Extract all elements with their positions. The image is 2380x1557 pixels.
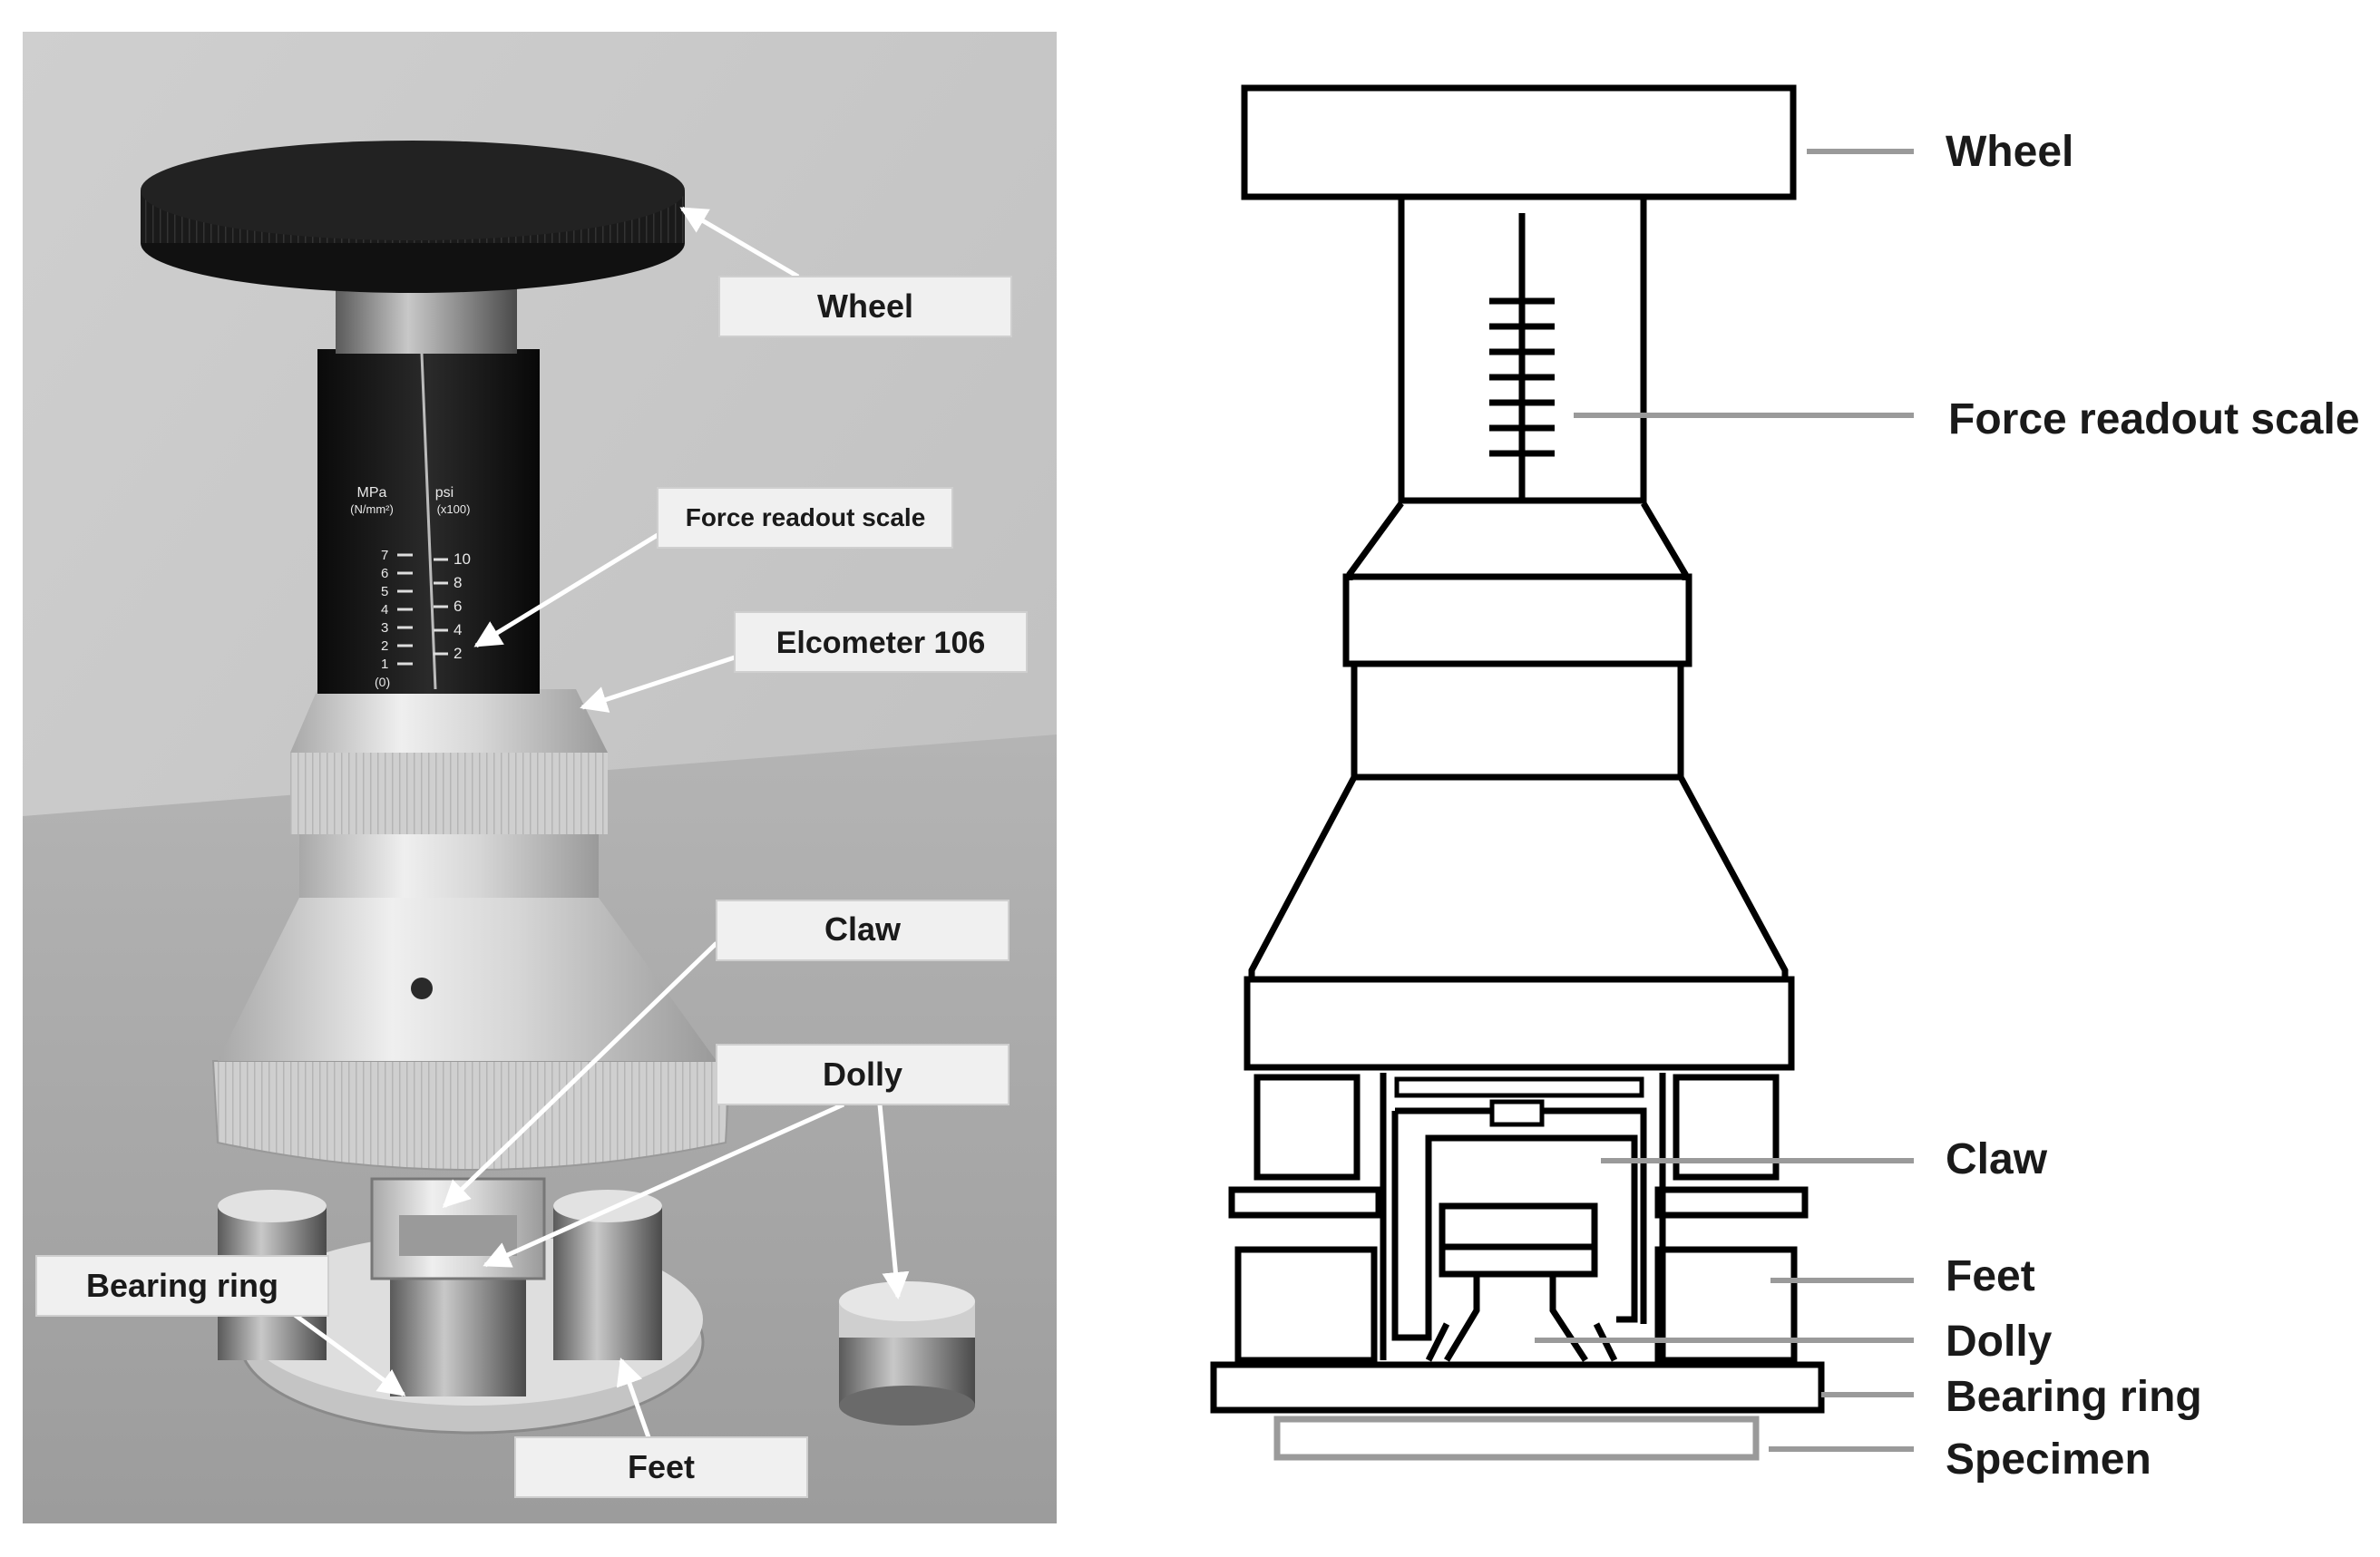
scale-right-ticks: 10 8 6 4 2 bbox=[434, 550, 471, 662]
photo-arrows bbox=[293, 206, 910, 1438]
schematic-bearing-ring bbox=[1210, 1361, 1825, 1414]
scale-unit-left: MPa bbox=[357, 485, 387, 501]
collar-top bbox=[290, 689, 608, 753]
svg-text:6: 6 bbox=[454, 598, 462, 615]
svg-text:7: 7 bbox=[381, 548, 388, 563]
schematic-claw-frame bbox=[1380, 1073, 1666, 1360]
schematic-lower-ring bbox=[1244, 976, 1795, 1071]
svg-text:Wheel: Wheel bbox=[817, 287, 913, 325]
svg-text:5: 5 bbox=[381, 584, 388, 599]
schematic-panel: Wheel Force readout scale Claw Feet Doll… bbox=[1210, 84, 2360, 1484]
schematic-collar bbox=[1342, 573, 1692, 667]
svg-text:Bearing ring: Bearing ring bbox=[86, 1267, 278, 1304]
scale-spindle bbox=[420, 353, 437, 690]
cone-body bbox=[218, 898, 717, 1061]
svg-text:Force readout scale: Force readout scale bbox=[686, 503, 926, 531]
schematic-force-scale bbox=[1489, 213, 1555, 501]
svg-text:10: 10 bbox=[454, 550, 471, 568]
photo-label-wheel: Wheel bbox=[718, 276, 1012, 337]
foot-right bbox=[553, 1206, 662, 1360]
collar-band bbox=[299, 830, 599, 898]
wheel-top bbox=[141, 141, 685, 240]
schematic-foot-left bbox=[1234, 1246, 1378, 1364]
schematic-specimen bbox=[1273, 1416, 1760, 1461]
svg-text:1: 1 bbox=[381, 657, 388, 672]
scale-unit-right: psi bbox=[435, 485, 454, 501]
svg-text:Feet: Feet bbox=[628, 1448, 695, 1485]
schematic-dolly-head bbox=[1439, 1202, 1598, 1250]
svg-text:4: 4 bbox=[454, 621, 462, 638]
schematic-claw bbox=[1391, 1111, 1638, 1341]
schematic-label-force-scale: Force readout scale bbox=[1948, 395, 2360, 443]
svg-text:Dolly: Dolly bbox=[823, 1056, 902, 1093]
foot-center bbox=[390, 1270, 526, 1396]
photo-panel: MPa (N/mm²) psi (x100) 7 6 5 4 3 2 1 (0)… bbox=[23, 32, 1057, 1523]
schematic-foot-right bbox=[1654, 1246, 1798, 1364]
photo-label-claw: Claw bbox=[716, 900, 1010, 961]
schematic-label-claw: Claw bbox=[1946, 1135, 2048, 1183]
svg-text:2: 2 bbox=[454, 645, 462, 662]
photo-label-dolly: Dolly bbox=[716, 1044, 1010, 1105]
svg-text:3: 3 bbox=[381, 620, 388, 636]
upper-knurled-ring bbox=[290, 753, 608, 834]
schematic-leg-left bbox=[1253, 1074, 1361, 1181]
schematic-label-specimen: Specimen bbox=[1946, 1435, 2151, 1484]
photo-label-force-scale: Force readout scale bbox=[657, 487, 953, 549]
schematic-leg-right bbox=[1673, 1074, 1780, 1181]
svg-text:Claw: Claw bbox=[824, 910, 902, 948]
photo-label-feet: Feet bbox=[514, 1436, 808, 1498]
schematic-label-wheel: Wheel bbox=[1946, 128, 2073, 176]
lower-knurled-ring bbox=[211, 1060, 732, 1171]
svg-text:8: 8 bbox=[454, 574, 462, 591]
body-screw bbox=[411, 978, 433, 999]
schematic-label-dolly: Dolly bbox=[1946, 1318, 2053, 1366]
svg-text:(0): (0) bbox=[375, 675, 390, 689]
schematic-dolly-stem bbox=[1443, 1274, 1588, 1362]
schematic-wheel bbox=[1241, 84, 1797, 200]
svg-text:6: 6 bbox=[381, 566, 388, 581]
scale-left-ticks: 7 6 5 4 3 2 1 (0) bbox=[375, 548, 413, 689]
photo-label-bearing-ring: Bearing ring bbox=[35, 1255, 329, 1317]
scale-unit-left-sub: (N/mm²) bbox=[350, 502, 394, 516]
schematic-label-feet: Feet bbox=[1946, 1252, 2035, 1300]
schematic-cone bbox=[1248, 775, 1358, 979]
scale-unit-right-sub: (x100) bbox=[437, 502, 471, 516]
svg-text:4: 4 bbox=[381, 602, 388, 618]
svg-text:Elcometer 106: Elcometer 106 bbox=[776, 626, 986, 660]
schematic-collar-band bbox=[1351, 660, 1684, 781]
schematic-label-bearing-ring: Bearing ring bbox=[1946, 1373, 2202, 1421]
photo-label-elcometer: Elcometer 106 bbox=[734, 611, 1028, 673]
svg-text:2: 2 bbox=[381, 638, 388, 654]
